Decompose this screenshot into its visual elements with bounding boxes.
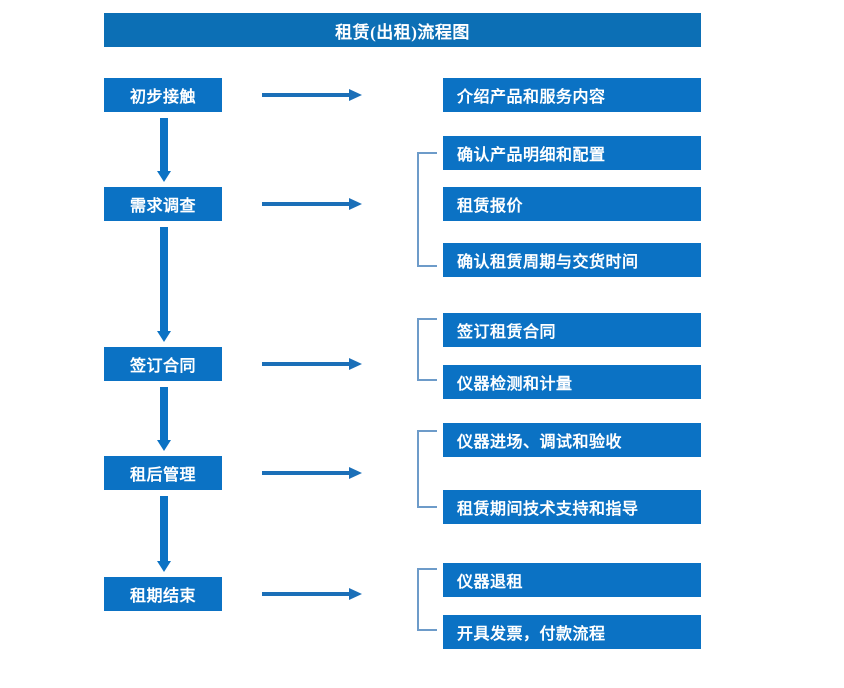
detail-node-签订租赁合同[interactable]: 签订租赁合同 <box>443 313 701 347</box>
diagram-title: 租赁(出租)流程图 <box>104 13 701 47</box>
detail-node-仪器退租[interactable]: 仪器退租 <box>443 563 701 597</box>
detail-arrow-right-5 <box>262 588 362 600</box>
group-bracket-签订合同 <box>417 318 437 381</box>
detail-node-租赁期间技术支持和指导[interactable]: 租赁期间技术支持和指导 <box>443 490 701 524</box>
group-bracket-租期结束 <box>417 568 437 631</box>
detail-arrow-right-4 <box>262 467 362 479</box>
detail-node-仪器进场调试和验收[interactable]: 仪器进场、调试和验收 <box>443 423 701 457</box>
group-bracket-租后管理 <box>417 430 437 508</box>
detail-node-租赁报价[interactable]: 租赁报价 <box>443 187 701 221</box>
flow-arrow-down-3 <box>157 387 171 451</box>
flow-arrow-down-4 <box>157 496 171 572</box>
group-bracket-需求调查 <box>417 152 437 267</box>
stage-node-租后管理[interactable]: 租后管理 <box>104 456 222 490</box>
detail-arrow-right-2 <box>262 198 362 210</box>
detail-node-开具发票付款流程[interactable]: 开具发票，付款流程 <box>443 615 701 649</box>
stage-node-签订合同[interactable]: 签订合同 <box>104 347 222 381</box>
detail-arrow-right-3 <box>262 358 362 370</box>
stage-node-需求调查[interactable]: 需求调查 <box>104 187 222 221</box>
flow-arrow-down-2 <box>157 227 171 342</box>
flow-arrow-down-1 <box>157 118 171 182</box>
detail-node-确认租赁周期与交货时间[interactable]: 确认租赁周期与交货时间 <box>443 243 701 277</box>
stage-node-租期结束[interactable]: 租期结束 <box>104 577 222 611</box>
stage-node-初步接触[interactable]: 初步接触 <box>104 78 222 112</box>
detail-node-确认产品明细和配置[interactable]: 确认产品明细和配置 <box>443 136 701 170</box>
detail-arrow-right-1 <box>262 89 362 101</box>
detail-node-介绍产品和服务内容[interactable]: 介绍产品和服务内容 <box>443 78 701 112</box>
detail-node-仪器检测和计量[interactable]: 仪器检测和计量 <box>443 365 701 399</box>
